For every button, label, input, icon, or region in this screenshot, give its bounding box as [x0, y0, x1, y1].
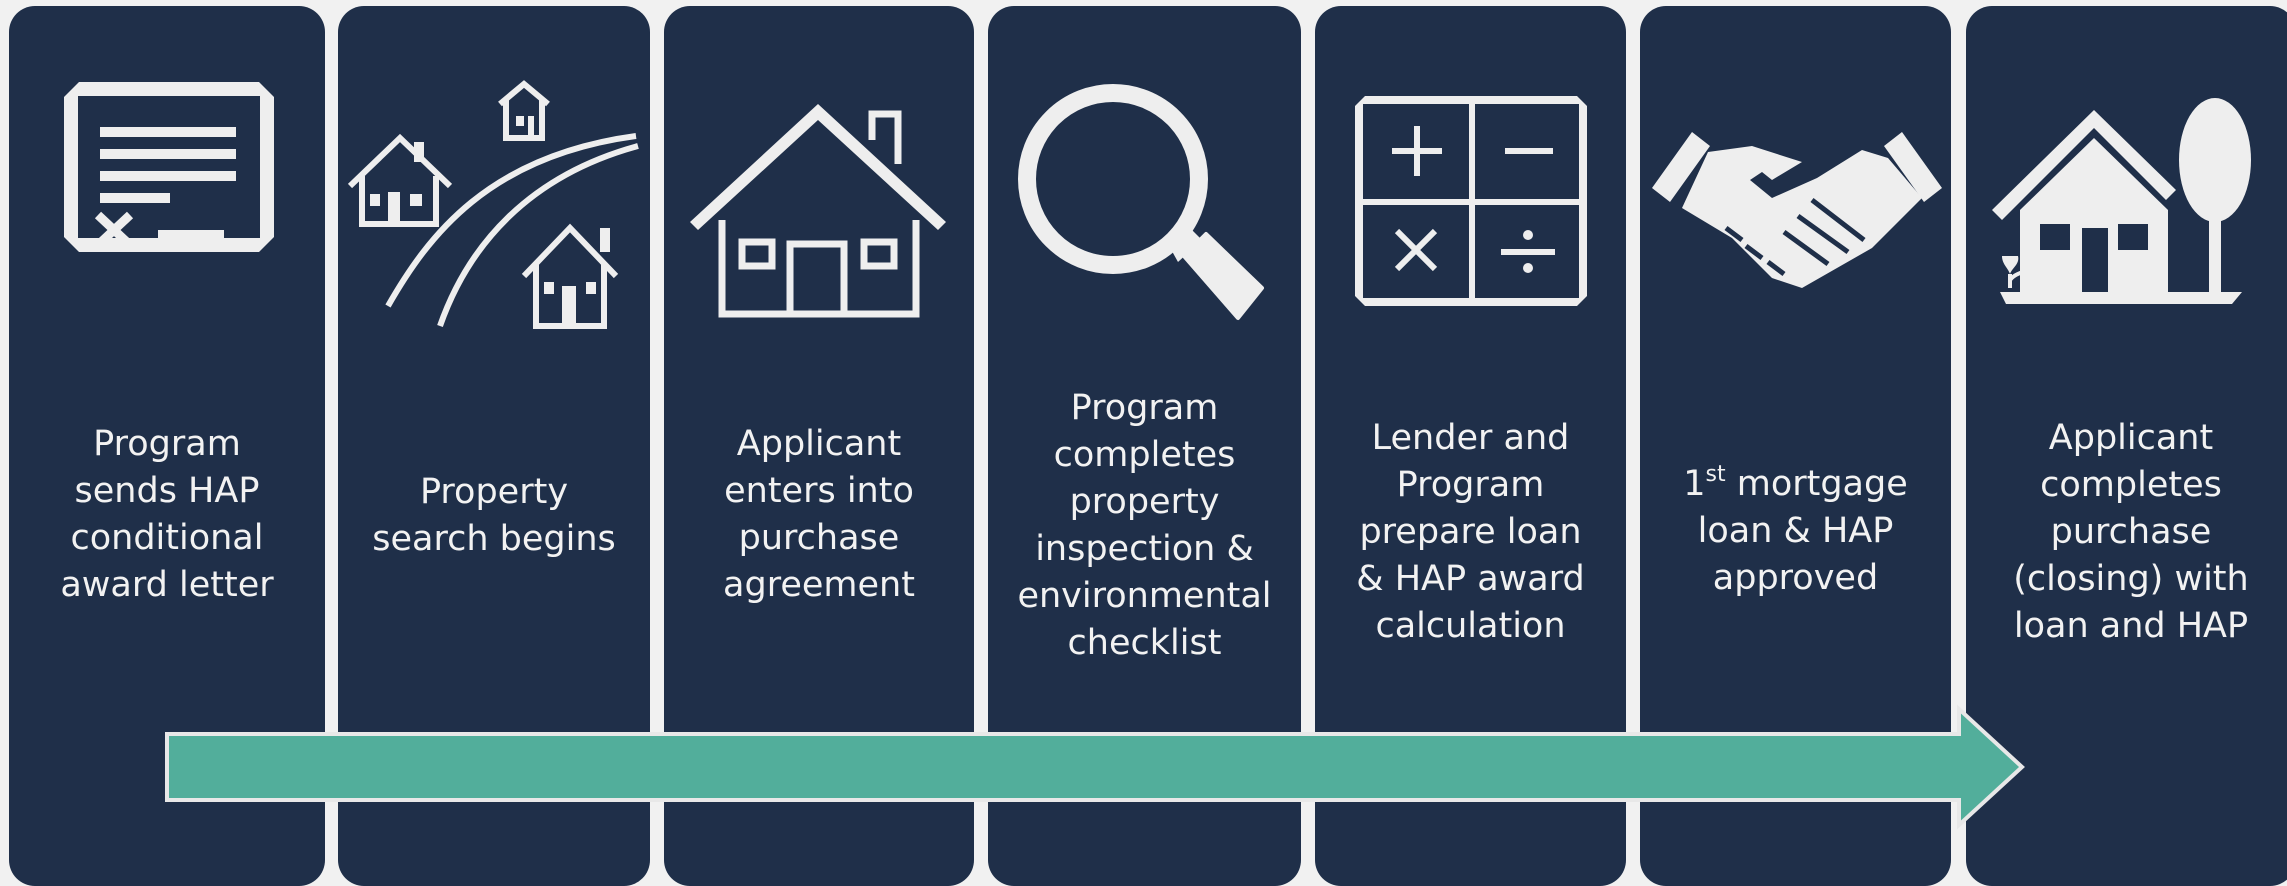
- houses-road-icon: [347, 76, 639, 329]
- step-label-2: Property search begins: [372, 472, 616, 559]
- step-panel-2: Property search begins: [338, 6, 650, 886]
- step-panel-7: Applicant completes purchase (closing) w…: [1966, 6, 2287, 886]
- house-tree-icon: [1992, 98, 2252, 308]
- step-label-7: Applicant completes purchase (closing) w…: [2013, 417, 2249, 646]
- step-panel-3: Applicant enters into purchase agreement: [664, 6, 974, 886]
- step-label-1: Program sends HAP conditional award lett…: [60, 424, 274, 605]
- step-label-6: 1st mortgage loan & HAP approved: [1683, 461, 1908, 598]
- step-label-4: Program completes property inspection & …: [1017, 388, 1272, 663]
- step-panel-1: Program sends HAP conditional award lett…: [9, 6, 325, 886]
- house-icon: [684, 94, 954, 318]
- calculator-icon: [1355, 96, 1587, 306]
- step-label-5: Lender and Program prepare loan & HAP aw…: [1356, 417, 1585, 646]
- handshake-icon: [1652, 128, 1942, 288]
- step-panel-5: Lender and Program prepare loan & HAP aw…: [1315, 6, 1626, 886]
- magnifier-icon: [1016, 82, 1266, 322]
- document-icon: [64, 82, 274, 252]
- step-label-3: Applicant enters into purchase agreement: [723, 424, 915, 605]
- step-panel-4: Program completes property inspection & …: [988, 6, 1301, 886]
- step-panel-6: 1st mortgage loan & HAP approved: [1640, 6, 1951, 886]
